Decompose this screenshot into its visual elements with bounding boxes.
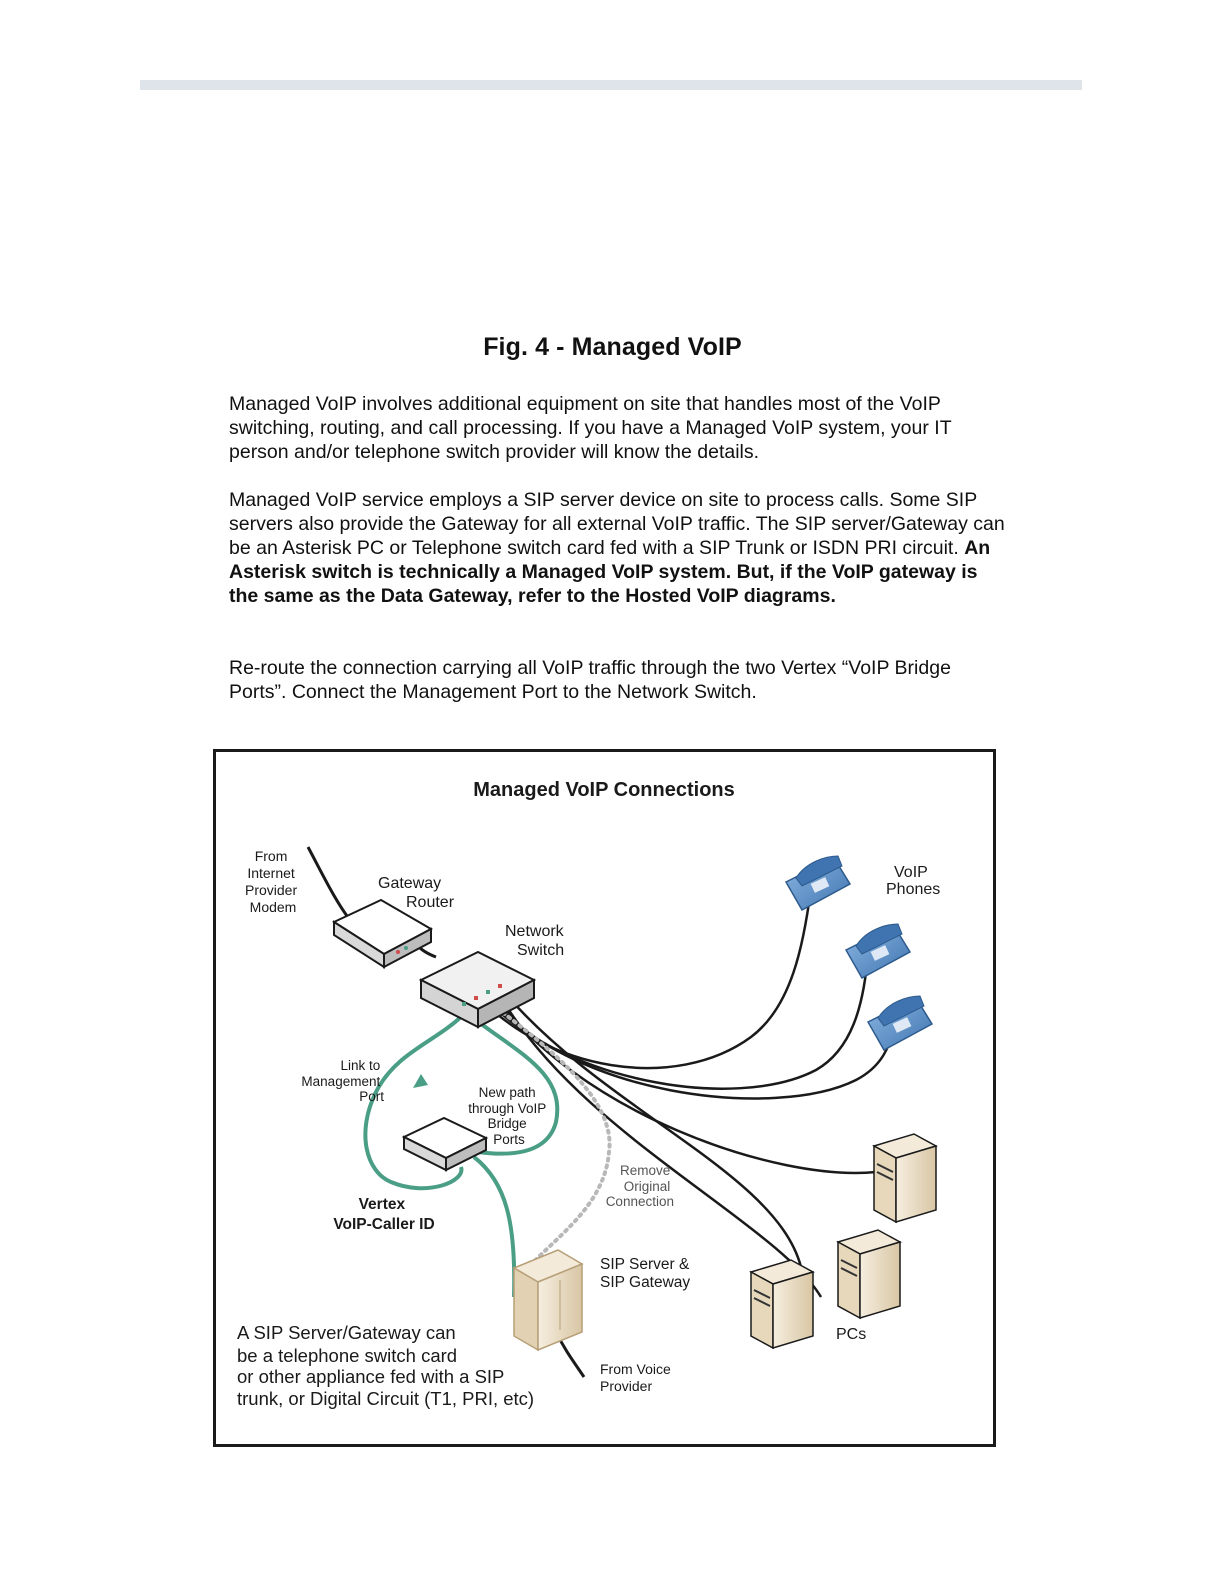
bridge-port-path-in [466,1012,560,1156]
vertex-label: Vertex VoIP-Caller ID [333,1196,434,1233]
pc-tower-icon [872,1133,938,1224]
link-to-management-label: Link to Management Port [301,1058,384,1104]
diagram-canvas: Managed VoIP Connections [237,779,940,1409]
asterisk-note: An Asterisk switch is technically a Mana… [229,537,991,607]
phone-cable-3 [485,991,896,1100]
reroute-paragraph: Re-route the connection carrying all VoI… [229,657,951,703]
phone-icon [844,923,912,980]
new-path-label: New path through VoIP Bridge Ports [468,1085,550,1147]
gateway-router-label: Gateway Router [378,875,455,911]
from-voice-provider-label: From Voice Provider [600,1361,675,1394]
management-link-path [363,1012,466,1191]
managed-voip-diagram: Managed VoIP Connections [213,749,996,1447]
sip-note-text: A SIP Server/Gateway can be a telephone … [237,1322,534,1409]
phone-icon [784,855,852,912]
phone-cable-1 [473,879,814,1070]
sip-server-icon [512,1249,584,1352]
router-icon [331,898,434,969]
bridge-port-path-out [472,1155,517,1298]
vertex-device-icon [401,1116,489,1172]
pcs-label: PCs [836,1326,866,1343]
removed-original-connection [484,998,612,1284]
voip-phones-label: VoIP Phones [886,864,940,898]
diagram-title: Managed VoIP Connections [473,779,735,801]
remove-original-label: Remove Original Connection [606,1163,674,1209]
pc-tower-icon [836,1229,902,1320]
pc-cable-3 [503,991,803,1268]
figure-title: Fig. 4 - Managed VoIP [483,333,742,361]
sip-server-label: SIP Server & SIP Gateway [600,1256,694,1291]
network-switch-label: Network Switch [505,923,568,959]
from-internet-label: From Internet Provider Modem [245,848,301,915]
sip-server-paragraph: Managed VoIP service employs a SIP serve… [229,488,1009,608]
phone-icon [866,995,934,1052]
pc-cable-1 [490,991,877,1175]
page-header-rule [140,80,1082,90]
internet-cable [306,846,352,921]
switch-icon [418,950,537,1029]
management-link-arrow [413,1074,428,1088]
pc-tower-icon [749,1259,815,1350]
intro-paragraph: Managed VoIP involves additional equipme… [229,393,952,463]
sip-server-paragraph-text: Managed VoIP service employs a SIP serve… [229,489,1005,559]
